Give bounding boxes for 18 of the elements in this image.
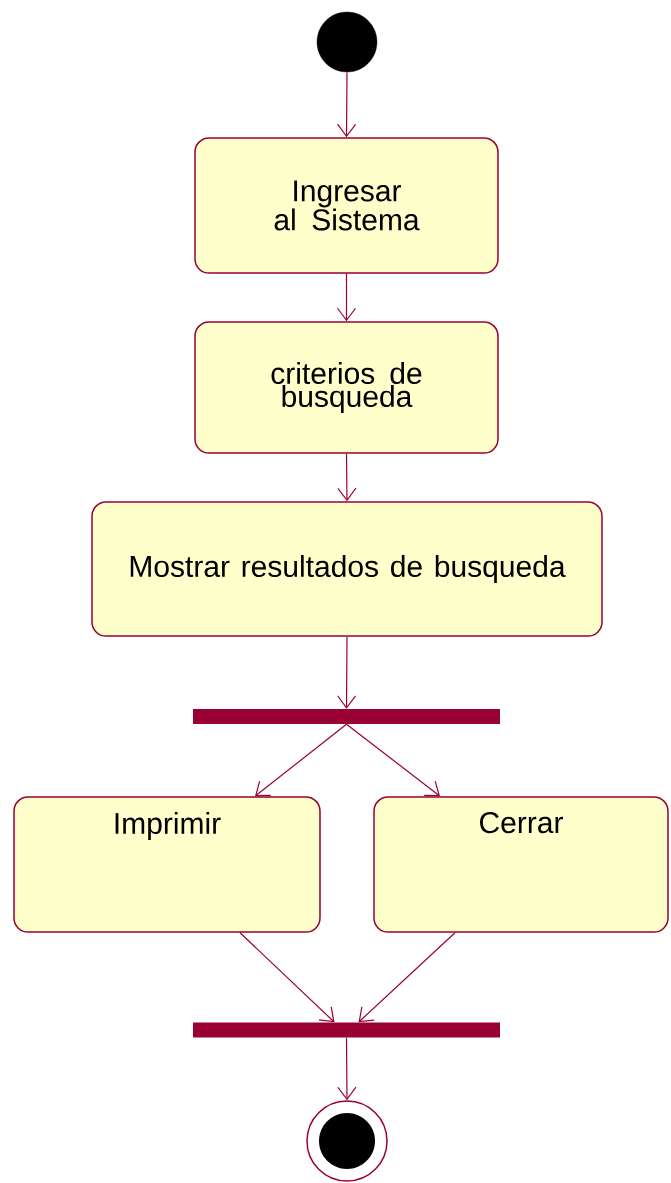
activity-box: Mostrar resultados de busqueda [91,501,603,637]
arrow [255,723,348,797]
arrow [337,453,357,502]
activity-box: Cerrar [373,796,669,933]
arrow [337,1037,357,1101]
arrow [337,636,357,709]
activity-box: criterios de busqueda [194,321,499,454]
arrow [345,723,440,797]
activity-box: Imprimir [13,796,321,933]
activity-box: Ingresar al Sistema [194,137,499,274]
arrow [336,273,357,322]
arrow [239,932,335,1023]
end-circle [306,1100,388,1182]
start-circle [316,11,378,73]
arrow [337,71,357,138]
arrow [358,932,456,1023]
sync-bar [193,709,500,724]
sync-bar [193,1022,500,1038]
